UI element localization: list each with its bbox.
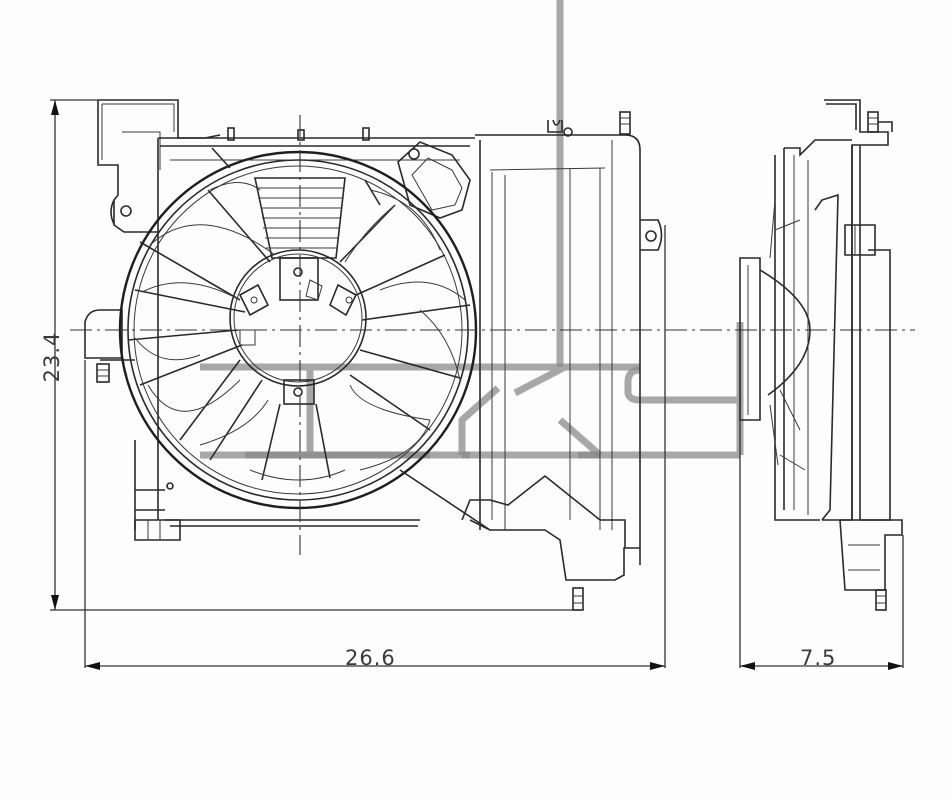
width-dimension-label: 26.6 [345, 646, 396, 670]
depth-dimension-label: 7.5 [800, 646, 837, 670]
height-dimension-label: 23.4 [40, 331, 64, 383]
front-view [84, 99, 663, 611]
dimension-height [50, 99, 580, 611]
watermark-logo [200, 0, 744, 459]
side-view [739, 99, 903, 611]
dimension-depth [739, 420, 904, 670]
dimension-width [84, 225, 666, 670]
